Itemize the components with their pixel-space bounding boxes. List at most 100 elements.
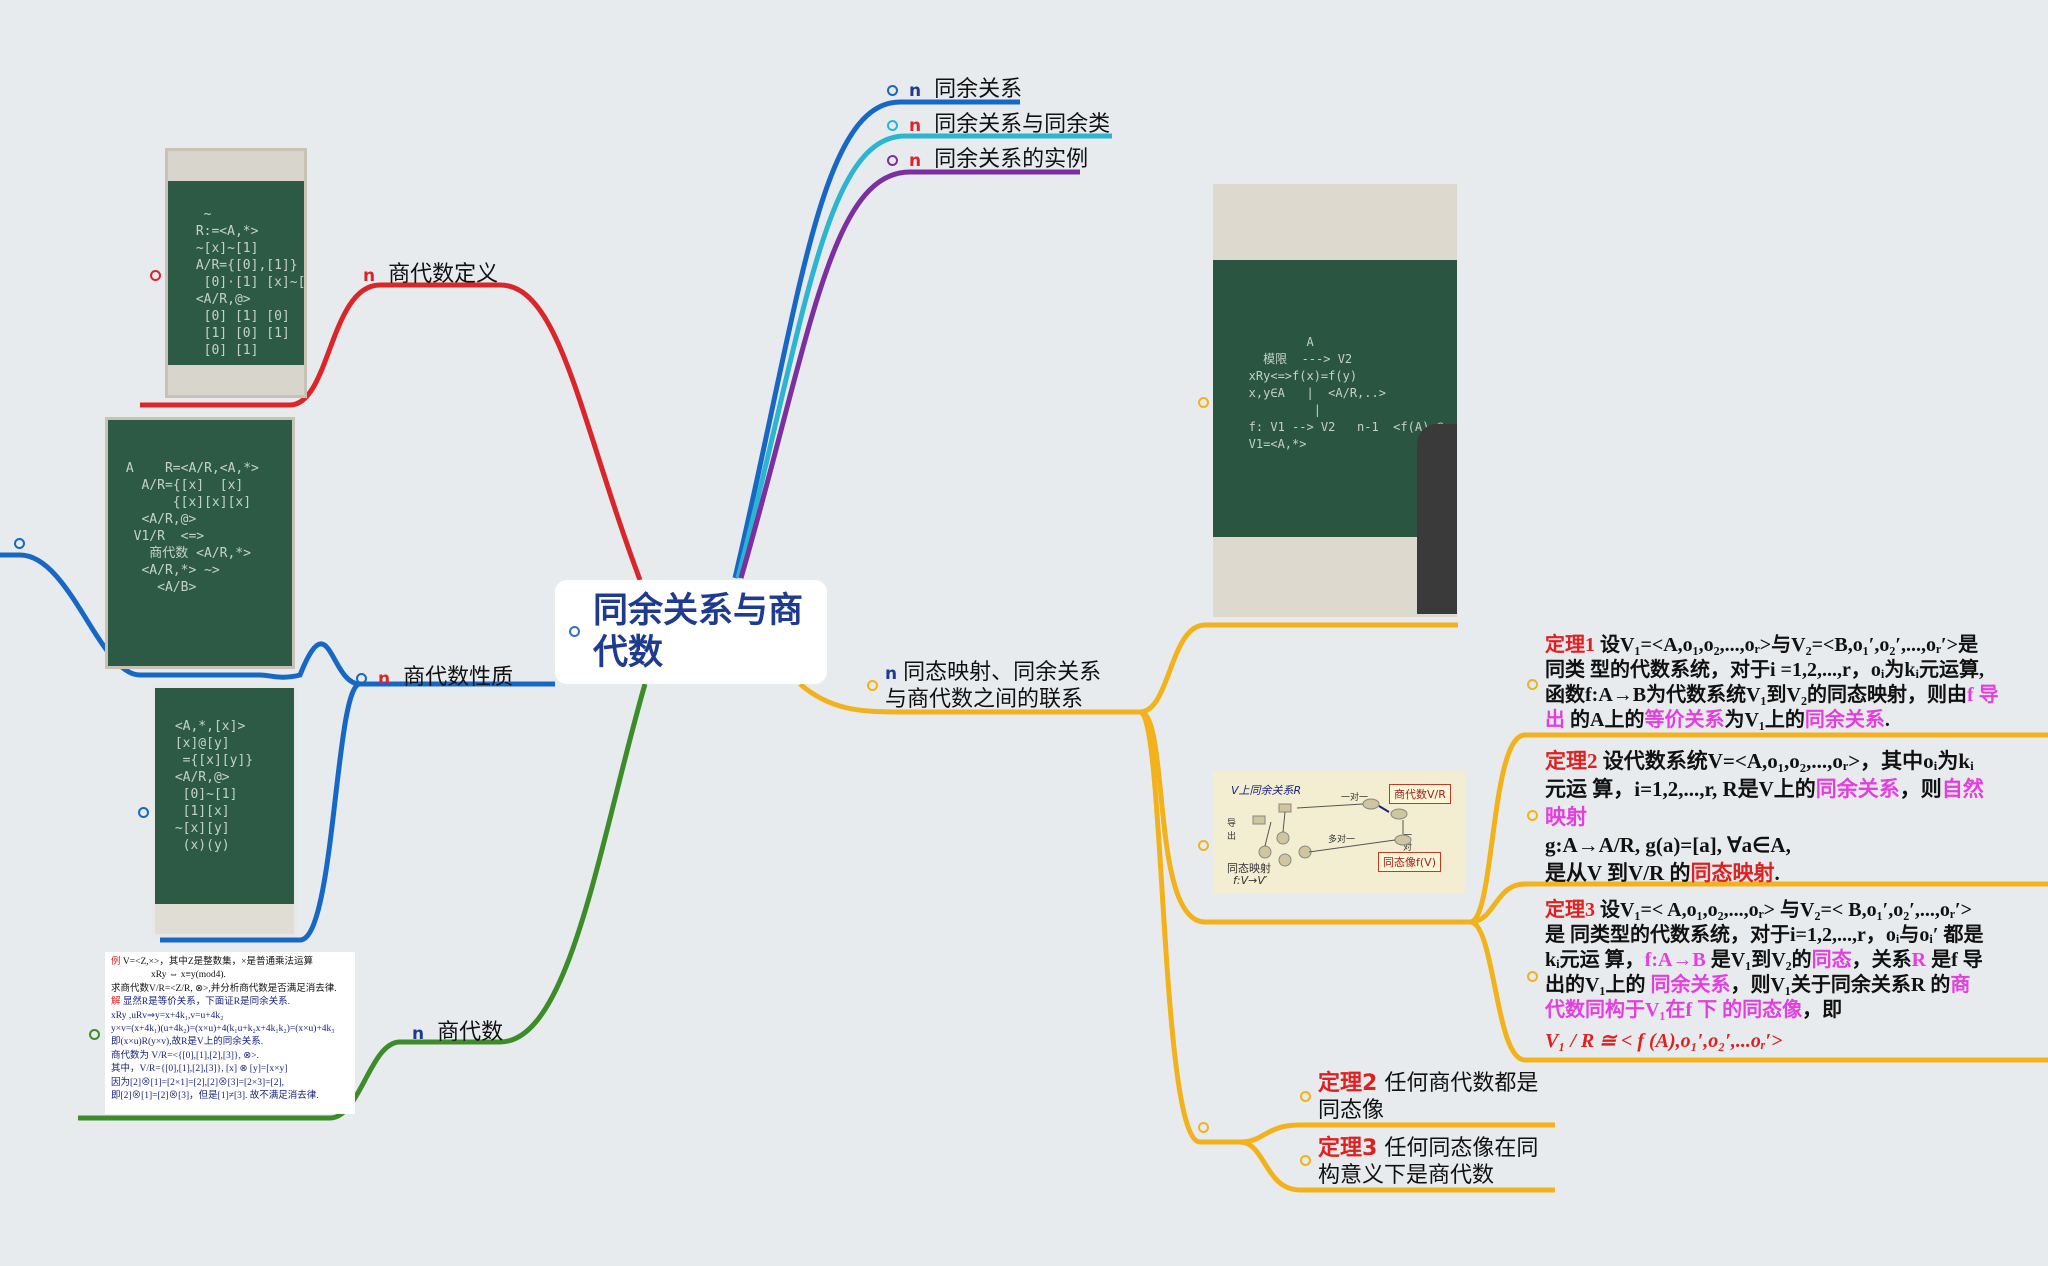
theorem-text: g:A→A/R, g(a)=[a], ∀a∈A, [1545, 833, 1791, 857]
theorem-highlight: 商 [1950, 974, 1971, 996]
example-line: 因为[2]⊗[1]=[2×1]=[2],[2]⊗[3]=[2×3]=[2], [111, 1077, 285, 1088]
node-circle-icon[interactable] [887, 120, 898, 131]
theorem-text: 是从V 到V/R 的 [1545, 861, 1691, 885]
collapse-circle-icon[interactable] [1527, 810, 1538, 821]
link-right-t1 [1468, 732, 2048, 925]
theorem-text: 是f 导 [1926, 949, 1983, 971]
person-silhouette [1417, 424, 1457, 614]
node-label-line1: 任何同态像在同 [1384, 1136, 1539, 1161]
theorem-highlight: 同余关系 [1815, 777, 1900, 801]
example-line: y×v=(x+4k₁)(u+4k₂)=(x×u)+4(k₁u+k₂x+4k₁k₂… [111, 1024, 335, 1035]
node-label: 同余关系与同余类 [934, 112, 1111, 137]
theorem-highlight: 同态 [1811, 949, 1852, 971]
example-line: 即(x×u)R(y×v),故R是V上的同余关系. [111, 1037, 264, 1048]
theorem-highlight: 代数同构于V₁在f 下 的同态像 [1545, 999, 1803, 1021]
wall [155, 904, 294, 934]
collapse-circle-icon[interactable] [1198, 840, 1209, 851]
diagram-hom: 同态映射 [1227, 862, 1271, 875]
theorem-text: 函数f:A→B为代数系统V₁到V₂的同态映射，则由 [1545, 684, 1967, 706]
diagram-pair: 对 [1403, 843, 1413, 853]
wall [1213, 537, 1457, 617]
theorem-number: 定理3 [1545, 899, 1595, 921]
relationship-diagram: V上同余关系R 一对一 商代数V/R 导出 多对一 一 对 同态像f(V) 同态… [1213, 772, 1465, 894]
node-circle-icon[interactable] [887, 85, 898, 96]
node-circle-icon[interactable] [867, 680, 878, 691]
theorem-text: 是 同类型的代数系统，对于i=1,2,...,r，oᵢ与oᵢ′ 都是 [1545, 924, 1984, 946]
central-topic[interactable]: 同余关系与商代数 [555, 580, 827, 684]
theorem-text: . [1884, 709, 1890, 731]
node-label: 商代数定义 [388, 262, 499, 287]
example-line: xRy ⇔ x≡y(mod4). [151, 970, 226, 981]
node-prefix: n [909, 81, 922, 101]
collapse-circle-icon[interactable] [1198, 397, 1209, 408]
link-right-t2 [1469, 881, 2048, 925]
theorem-text: 的A上的 [1565, 709, 1645, 731]
wall [1213, 184, 1457, 260]
chalk-writing: A 模限 ---> V2 xRy<=>f(x)=f(y) x,y∈A | <A/… [1248, 335, 1451, 451]
collapse-circle-icon[interactable] [138, 807, 149, 818]
theorem-text: ，即 [1802, 999, 1843, 1021]
node-theorem2-summary[interactable]: 定理2 任何商代数都是 同态像 [1318, 1070, 1538, 1124]
example-line: 商代数为 V/R=<{[0],[1],[2],[3]}, ⊗>. [111, 1050, 259, 1061]
collapse-circle-icon[interactable] [1300, 1155, 1311, 1166]
node-congruence-classes[interactable]: n 同余关系与同余类 [887, 112, 1110, 139]
collapse-circle-icon[interactable] [569, 626, 580, 637]
link-right-b [1137, 709, 1240, 1145]
diagram-quotient-box: 商代数V/R [1389, 784, 1451, 804]
theorem-highlight: 同态映射 [1690, 861, 1775, 885]
example-text: 显然R是等价关系，下面证R是同余关系. [120, 997, 290, 1008]
node-quotient-definition[interactable]: n 商代数定义 [363, 262, 498, 289]
example-line: xRy ,uRv⇒y=x+4k₁,v=u+4k₂ [111, 1010, 224, 1021]
chalk-writing: ~ R:=<A,*> ~[x]~[1] A/R={[0],[1]} [0]·[1… [195, 207, 306, 358]
diagram-one-to-one: 一对一 [1341, 793, 1369, 803]
node-quotient-algebra[interactable]: n 商代数 [412, 1020, 503, 1047]
node-congruence-examples[interactable]: n 同余关系的实例 [887, 147, 1088, 174]
theorem-text: 同类 型的代数系统，对于i =1,2,...,r，oᵢ为kᵢ元运算, [1545, 659, 1985, 681]
theorem-highlight: 等价关系 [1644, 709, 1725, 731]
node-prefix: n [363, 266, 376, 286]
example-line: 解 显然R是等价关系，下面证R是同余关系. [111, 996, 349, 1009]
diagram-hom-f: f:V→V′ [1233, 874, 1268, 887]
example-label: 例 [111, 957, 121, 967]
theorem-text: kᵢ元运 算， [1545, 949, 1645, 971]
central-title: 同余关系与商代数 [593, 591, 804, 673]
theorem-number: 定理3 [1318, 1136, 1378, 1161]
theorem-highlight: 同余关系 [1650, 974, 1731, 996]
theorem-highlight: f 导 [1966, 684, 1999, 706]
theorem-highlight: 出 [1545, 709, 1565, 731]
collapse-circle-icon[interactable] [1198, 1122, 1209, 1133]
link-left-definition [140, 282, 643, 581]
node-quotient-properties[interactable]: n 商代数性质 [356, 665, 513, 692]
node-circle-icon[interactable] [887, 155, 898, 166]
example-line: 其中，V/R={[0],[1],[2],[3]}, [x] ⊗ [y]=[x×y… [111, 1064, 288, 1075]
link-right-main [798, 682, 1140, 715]
link-top-1 [732, 99, 1020, 579]
diagram-shapes [1252, 798, 1412, 867]
theorem-number: 定理1 [1545, 634, 1595, 656]
node-congruence[interactable]: n 同余关系 [887, 77, 1022, 104]
collapse-circle-icon[interactable] [1527, 971, 1538, 982]
collapse-circle-icon[interactable] [1300, 1091, 1311, 1102]
blackboard-photo: <A,*,[x]> [x]@[y] ={[x][y]} <A/R,@> [0]~… [152, 685, 297, 937]
theorem-text: 设代数系统V=<A,o₁,o₂,...,oᵣ>，其中oᵢ为kᵢ [1602, 749, 1974, 773]
theorem-text: 出的V₁上的 [1545, 974, 1651, 996]
node-prefix: n [378, 669, 391, 689]
wall [168, 365, 304, 395]
collapse-circle-icon[interactable] [150, 270, 161, 281]
link-right-t3 [1469, 919, 2048, 1063]
theorem-text: 设V₁=<A,o₁,o₂,...,oᵣ>与V₂=<B,o₁′,o₂′,...,o… [1600, 634, 1979, 656]
node-theorem3-summary[interactable]: 定理3 任何同态像在同 构意义下是商代数 [1318, 1135, 1538, 1189]
node-prefix: n [412, 1024, 425, 1044]
link-top-2 [735, 133, 1112, 579]
link-right-photo [1139, 622, 1458, 715]
collapse-circle-icon[interactable] [14, 538, 25, 549]
node-label: 商代数性质 [403, 665, 514, 690]
link-top-3 [738, 169, 1080, 579]
diagram-many-to-one: 多对一 [1328, 835, 1356, 845]
node-circle-icon[interactable] [356, 673, 367, 684]
collapse-circle-icon[interactable] [1527, 679, 1538, 690]
collapse-circle-icon[interactable] [89, 1029, 100, 1040]
theorem-1: 定理1 设V₁=<A,o₁,o₂,...,oᵣ>与V₂=<B,o₁′,o₂′,.… [1545, 633, 1999, 733]
theorem-highlight: 映射 [1545, 805, 1587, 829]
